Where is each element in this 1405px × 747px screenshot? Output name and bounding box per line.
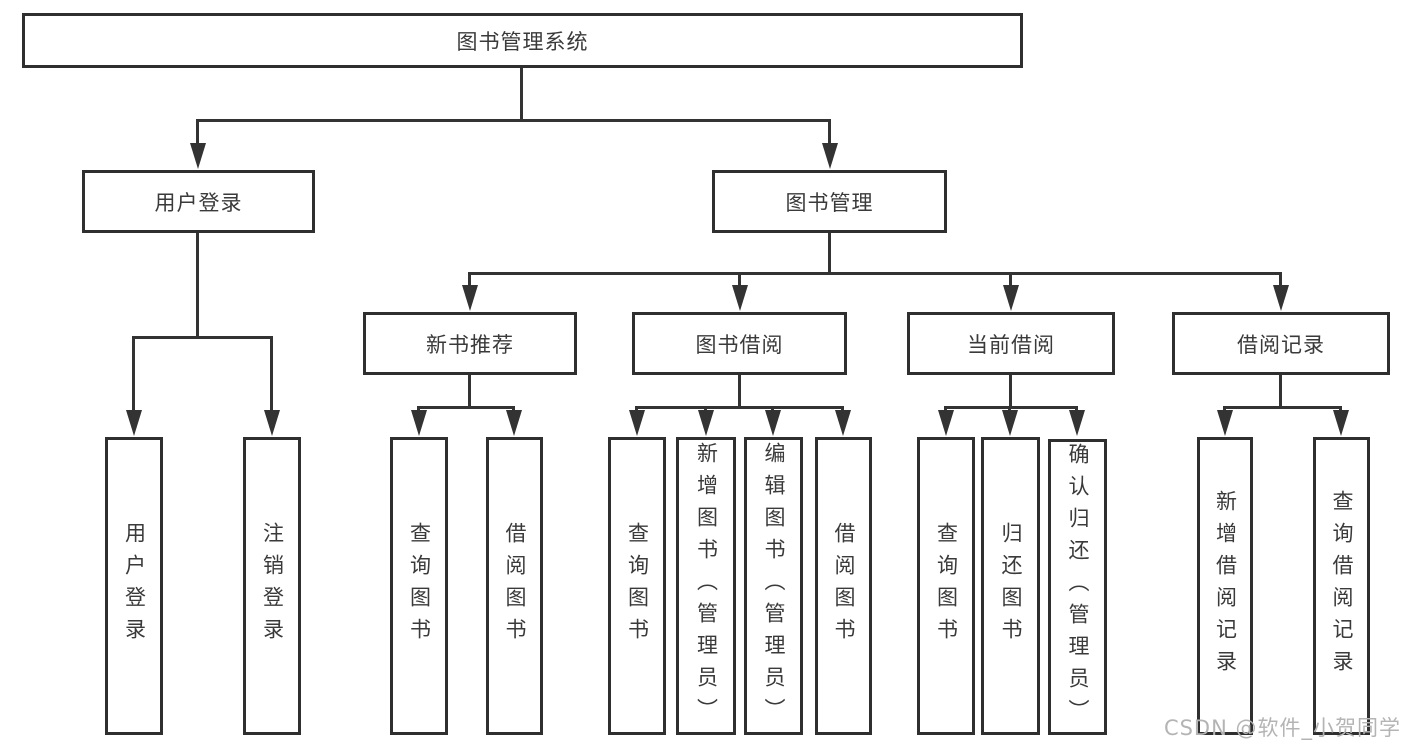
arrow-to-leaf-user-login (132, 336, 135, 411)
leaf-label: 查询图书 (934, 522, 959, 650)
leaf-label: 查询图书 (407, 522, 432, 650)
leaf-label: 注销登录 (260, 522, 285, 650)
connector-book-management-drop (828, 233, 831, 274)
connector-new-book-drop (468, 375, 471, 408)
leaf-label: 新增图书（管理员） (694, 442, 719, 730)
leaf-query-borrow-record: 查询借阅记录 (1313, 437, 1370, 735)
leaf-confirm-return-admin: 确认归还（管理员） (1048, 439, 1107, 735)
connector-user-login-drop (196, 233, 199, 338)
leaf-borrow-books-2: 借阅图书 (815, 437, 872, 735)
node-book-management: 图书管理 (712, 170, 947, 233)
node-book-borrow: 图书借阅 (632, 312, 847, 375)
arrow-to-borrow-records (1279, 272, 1282, 286)
leaf-add-borrow-record: 新增借阅记录 (1197, 437, 1253, 735)
arrow-to-current-borrow (1009, 272, 1012, 286)
connector-book-borrow-rail (635, 406, 843, 409)
leaf-label: 编辑图书（管理员） (762, 442, 786, 730)
leaf-edit-book-admin: 编辑图书（管理员） (744, 437, 803, 735)
connector-new-book-rail (417, 406, 515, 409)
arrow-to-leaf-logout (270, 336, 273, 411)
connector-borrow-records-drop (1279, 375, 1282, 408)
node-label: 图书管理 (785, 190, 874, 215)
arrow-to-leaf-borrow-books-1 (512, 406, 515, 411)
leaf-label: 查询借阅记录 (1330, 490, 1354, 682)
connector-current-borrow-drop (1009, 375, 1012, 408)
node-label: 图书管理系统 (456, 29, 589, 54)
arrow-to-book-management (828, 119, 831, 144)
leaf-label: 新增借阅记录 (1213, 490, 1238, 682)
arrow-to-leaf-query-books-2 (635, 406, 638, 411)
node-borrow-records: 借阅记录 (1172, 312, 1390, 375)
leaf-label: 借阅图书 (503, 522, 527, 650)
connector-borrow-records-rail (1223, 406, 1341, 409)
csdn-watermark: CSDN @软件_小贺同学 (1163, 716, 1401, 740)
arrow-to-leaf-return-book (1008, 406, 1011, 411)
arrow-to-leaf-edit-book (771, 406, 774, 411)
leaf-add-book-admin: 新增图书（管理员） (676, 437, 736, 735)
leaf-query-books-3: 查询图书 (917, 437, 975, 735)
node-label: 当前借阅 (967, 332, 1055, 357)
leaf-return-book: 归还图书 (981, 437, 1040, 735)
arrow-to-user-login (196, 119, 199, 144)
leaf-logout: 注销登录 (243, 437, 301, 735)
leaf-label: 归还图书 (999, 522, 1023, 650)
arrow-to-leaf-borrow-books-2 (841, 406, 844, 411)
connector-book-management-rail (468, 272, 1281, 275)
leaf-query-books-1: 查询图书 (390, 437, 448, 735)
leaf-label: 确认归还（管理员） (1066, 443, 1090, 731)
node-current-borrow: 当前借阅 (907, 312, 1115, 375)
leaf-query-books-2: 查询图书 (608, 437, 666, 735)
arrow-to-leaf-query-borrow-record (1339, 406, 1342, 411)
node-library-management-system: 图书管理系统 (22, 13, 1023, 68)
leaf-label: 查询图书 (625, 522, 650, 650)
arrow-to-book-borrow (738, 272, 741, 286)
connector-user-login-rail (132, 336, 272, 339)
leaf-label: 用户登录 (122, 522, 147, 650)
connector-current-borrow-rail (944, 406, 1078, 409)
arrow-to-new-book-recommend (468, 272, 471, 286)
node-label: 新书推荐 (426, 332, 514, 357)
leaf-label: 借阅图书 (832, 522, 856, 650)
node-label: 用户登录 (154, 190, 243, 215)
connector-book-borrow-drop (738, 375, 741, 408)
node-label: 借阅记录 (1237, 332, 1325, 357)
arrow-to-leaf-query-books-3 (944, 406, 947, 411)
arrow-to-leaf-add-book (704, 406, 707, 411)
node-label: 图书借阅 (695, 332, 784, 357)
connector-root-rail (197, 119, 831, 122)
connector-root-drop (520, 68, 523, 120)
node-new-book-recommend: 新书推荐 (363, 312, 577, 375)
arrow-to-leaf-query-books-1 (417, 406, 420, 411)
arrow-to-leaf-confirm-return (1075, 406, 1078, 411)
node-user-login: 用户登录 (82, 170, 315, 233)
leaf-borrow-books-1: 借阅图书 (486, 437, 543, 735)
arrow-to-leaf-add-borrow-record (1223, 406, 1226, 411)
leaf-user-login: 用户登录 (105, 437, 163, 735)
